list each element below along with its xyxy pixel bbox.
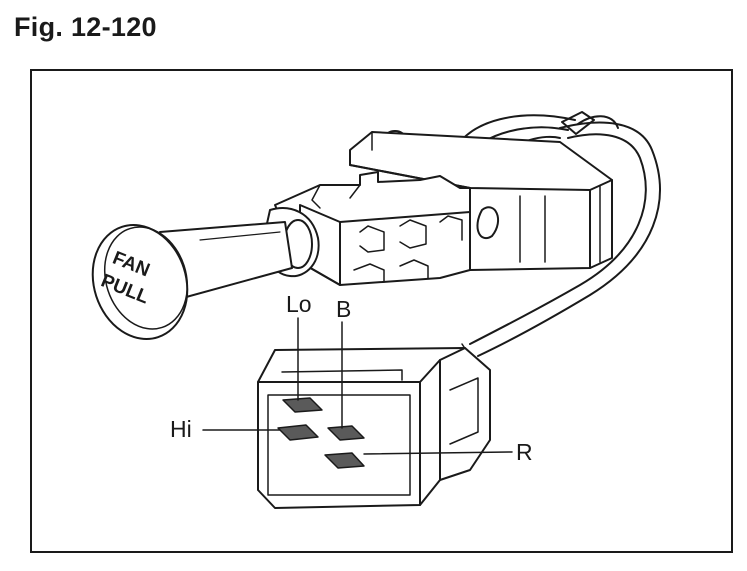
terminal-b (327, 425, 365, 441)
leader-r (363, 451, 513, 455)
connector-block (257, 347, 491, 509)
label-r: R (516, 439, 533, 465)
connector-terminals (277, 397, 365, 469)
label-b: B (336, 296, 352, 322)
label-lo: Lo (286, 291, 312, 317)
terminal-r (324, 452, 365, 469)
slotted-shaft-housing (274, 171, 471, 286)
label-hi: Hi (170, 416, 192, 442)
leader-lines (202, 317, 513, 455)
terminal-hi (277, 424, 319, 441)
pull-knob-face (91, 224, 189, 340)
figure-frame (30, 69, 733, 553)
terminal-lo (282, 397, 323, 413)
figure-title: Fig. 12-120 (14, 12, 157, 42)
